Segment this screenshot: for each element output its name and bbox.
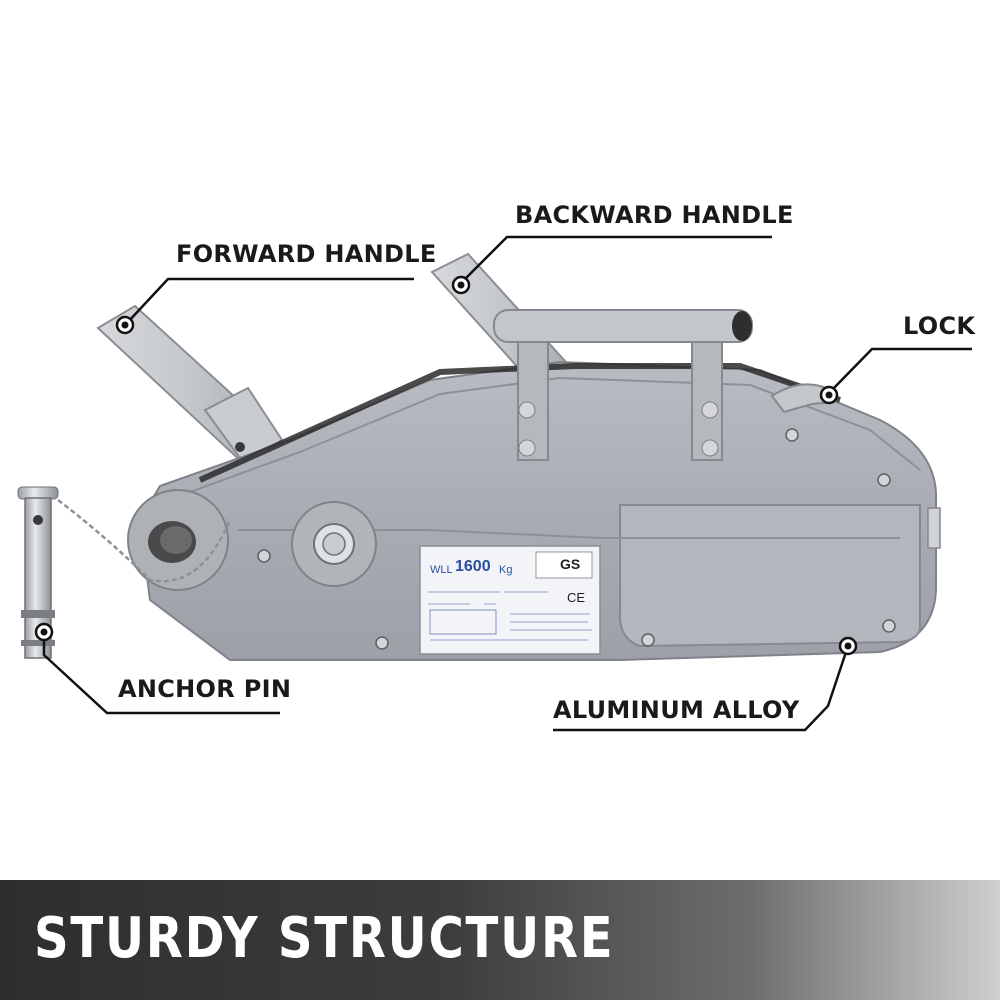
callout-lines	[42, 235, 972, 732]
main-pivot	[291, 501, 377, 587]
plate-wll-value: 1600	[455, 558, 491, 575]
aluminum-alloy-label: ALUMINUM ALLOY	[553, 696, 800, 724]
name-plate	[419, 545, 601, 655]
anchor-pin-label: ANCHOR PIN	[118, 675, 292, 703]
carry-handle	[493, 309, 753, 461]
plate-ce-mark: CE	[567, 590, 586, 605]
backward-handle-label: BACKWARD HANDLE	[515, 201, 794, 229]
plate-gs-mark: GS	[560, 556, 581, 572]
callout-dots	[34, 275, 858, 656]
banner-title: STURDY STRUCTURE	[34, 906, 615, 971]
plate-wll-unit: Kg	[499, 564, 513, 576]
plate-wll-prefix: WLL	[430, 564, 453, 576]
anchor-eye	[127, 489, 229, 591]
pin-chain	[57, 499, 232, 583]
forward-handle-label: FORWARD HANDLE	[176, 240, 437, 268]
feature-banner	[0, 880, 1000, 1000]
lock-label: LOCK	[903, 312, 976, 340]
